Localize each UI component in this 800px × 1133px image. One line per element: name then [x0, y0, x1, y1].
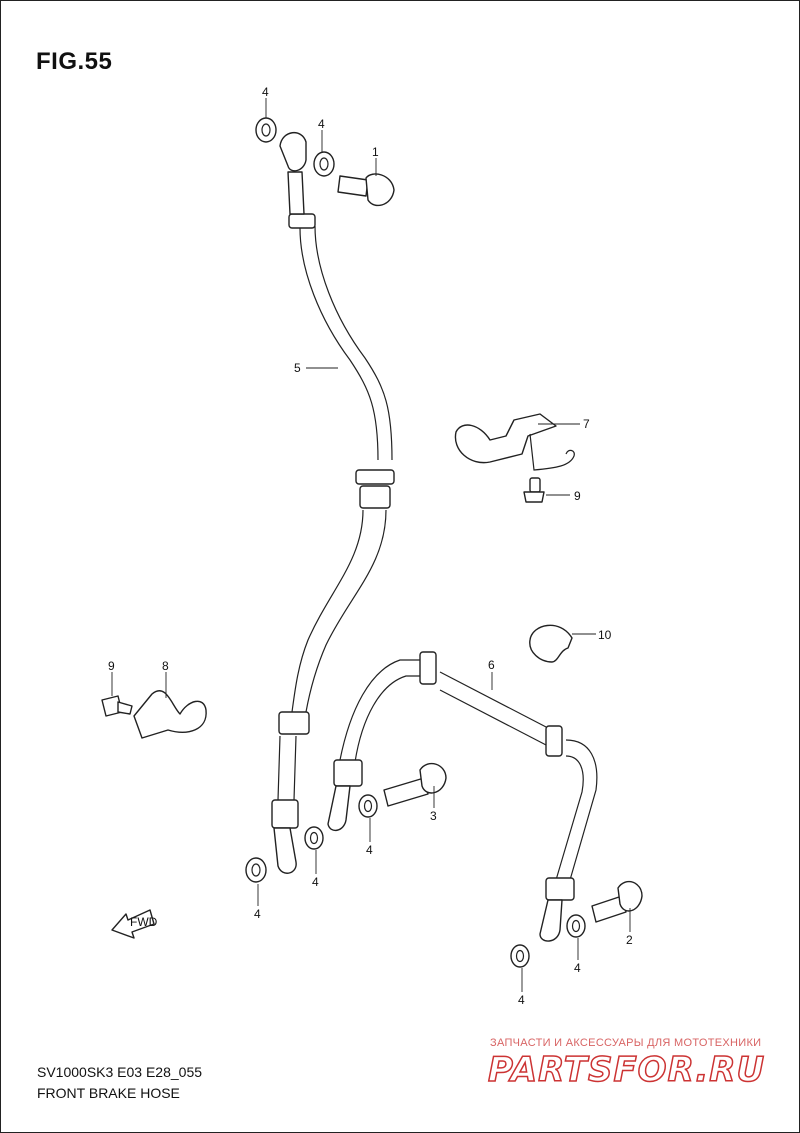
callout-9: 9 [108, 659, 115, 673]
callout-6: 6 [488, 658, 495, 672]
callout-7: 7 [583, 417, 590, 431]
fwd-arrow-icon: FWD [111, 909, 158, 939]
callout-10: 10 [598, 628, 612, 642]
callout-4: 4 [366, 843, 373, 857]
callout-4: 4 [518, 993, 525, 1007]
hose-clip-10[interactable] [529, 624, 573, 663]
hose-clamp-8[interactable] [133, 690, 207, 739]
figure-code: SV1000SK3 E03 E28_055 [37, 1064, 203, 1080]
callout-4: 4 [312, 875, 319, 889]
watermark-logo: PARTSFOR.RU [487, 1049, 766, 1091]
callout-9: 9 [574, 489, 581, 503]
figure-caption: FRONT BRAKE HOSE [37, 1085, 180, 1101]
brake-hose-6[interactable] [327, 651, 598, 942]
callout-2: 2 [626, 933, 633, 947]
callout-4: 4 [262, 85, 269, 99]
callout-1: 1 [372, 145, 379, 159]
callout-numbers: 4 4 1 5 7 9 10 6 8 9 3 4 4 4 2 4 4 [108, 85, 633, 1007]
hose-clamp-7[interactable] [454, 413, 575, 471]
union-bolt-1[interactable] [337, 173, 395, 207]
clamp-bolt-9-upper[interactable] [523, 477, 545, 503]
callout-4: 4 [318, 117, 325, 131]
callout-3: 3 [430, 809, 437, 823]
brake-hose-5[interactable] [271, 132, 395, 874]
union-bolt-2[interactable] [591, 880, 643, 923]
callout-4: 4 [254, 907, 261, 921]
callout-4: 4 [574, 961, 581, 975]
figure-title: FIG.55 [36, 48, 113, 75]
watermark-tagline: ЗАПЧАСТИ И АКСЕССУАРЫ ДЛЯ МОТОТЕХНИКИ [490, 1037, 762, 1049]
clamp-bolt-9-lower[interactable] [101, 695, 133, 717]
washers-4[interactable] [245, 117, 586, 968]
leader-lines [111, 98, 631, 992]
fwd-label: FWD [130, 915, 158, 929]
callout-5: 5 [294, 361, 301, 375]
union-bolt-3[interactable] [383, 762, 447, 807]
callout-8: 8 [162, 659, 169, 673]
